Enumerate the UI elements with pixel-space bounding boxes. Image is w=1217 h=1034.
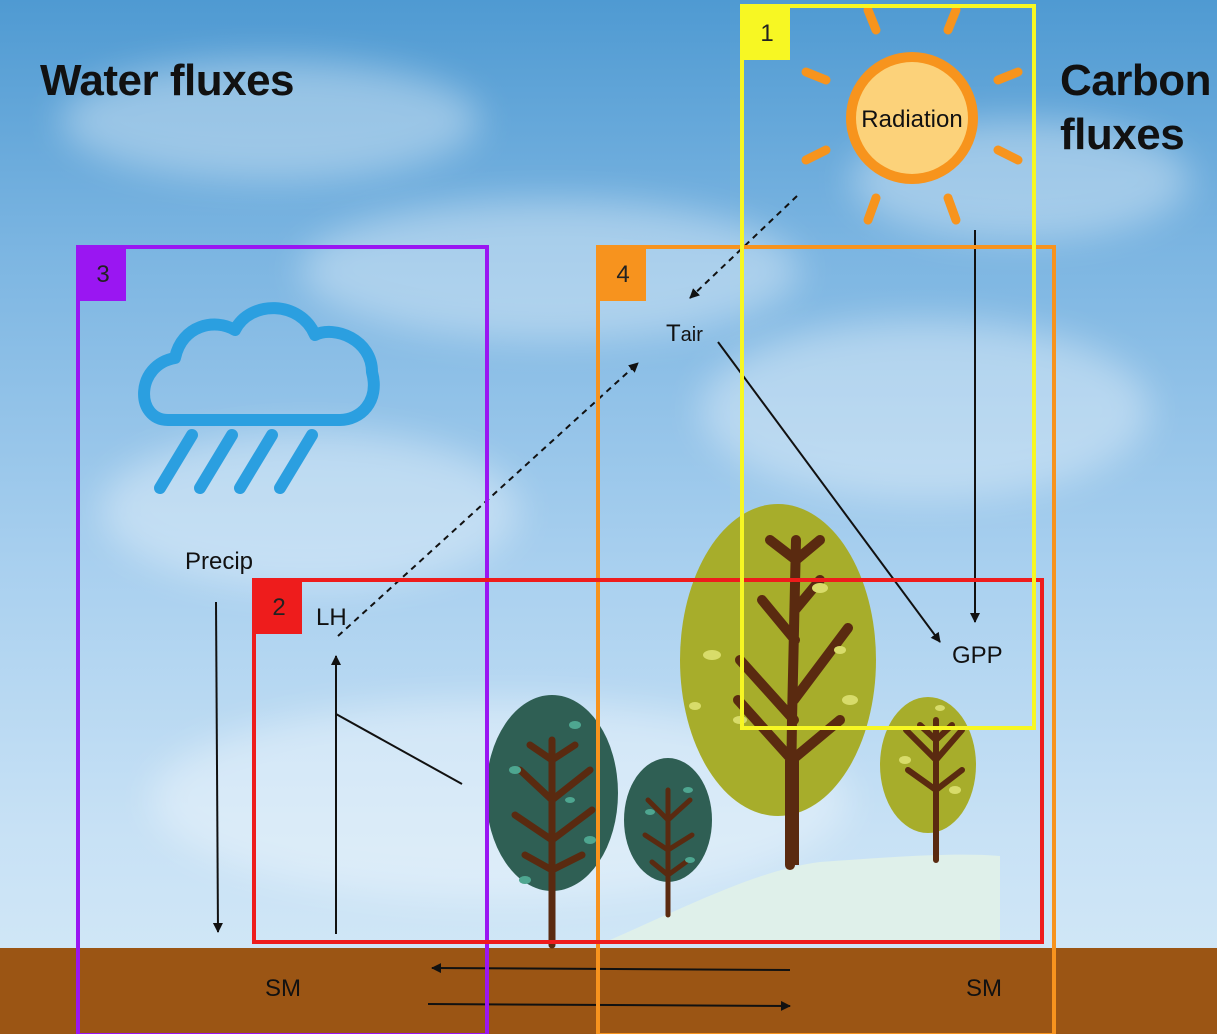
lh-label: LH (316, 604, 347, 631)
tair-subscript: air (680, 324, 703, 346)
badge-4: 4 (600, 249, 646, 301)
tree-icon (624, 758, 712, 918)
sm-left-label: SM (265, 975, 301, 1002)
sm-right-label: SM (966, 975, 1002, 1002)
title-water-fluxes: Water fluxes (40, 56, 295, 105)
radiation-label: Radiation (861, 106, 963, 133)
sky-cloud (100, 430, 520, 590)
sun-icon (801, 5, 1023, 225)
soil-ground (0, 948, 1217, 1034)
box-1-radiation (740, 4, 1036, 730)
tree-icon (880, 697, 976, 863)
badge-2: 2 (256, 582, 302, 634)
arrow-sm-right-to-left (431, 963, 791, 974)
tair-main: T (666, 320, 681, 347)
sky-cloud (700, 320, 1150, 500)
gpp-label: GPP (952, 642, 1003, 669)
sky-cloud (300, 200, 800, 340)
box-2-latent-heat (252, 578, 1044, 944)
title-carbon-line1: Carbon (1060, 56, 1212, 105)
title-carbon-line2: fluxes (1060, 110, 1185, 159)
arrow-radiation-to-tair (689, 195, 798, 299)
precip-label: Precip (185, 548, 254, 575)
badge-3: 3 (80, 249, 126, 301)
tree-icon (486, 695, 618, 949)
sky-cloud (60, 60, 480, 180)
arrow-tair-to-gpp (717, 341, 941, 643)
rain-cloud-icon (138, 302, 380, 494)
badge-1: 1 (744, 8, 790, 60)
tair-label: Tair (666, 320, 703, 348)
tree-icon (680, 504, 876, 870)
line-lh-vegetation (335, 713, 463, 785)
arrow-precip-to-soil (212, 601, 223, 933)
hill (610, 854, 1000, 940)
